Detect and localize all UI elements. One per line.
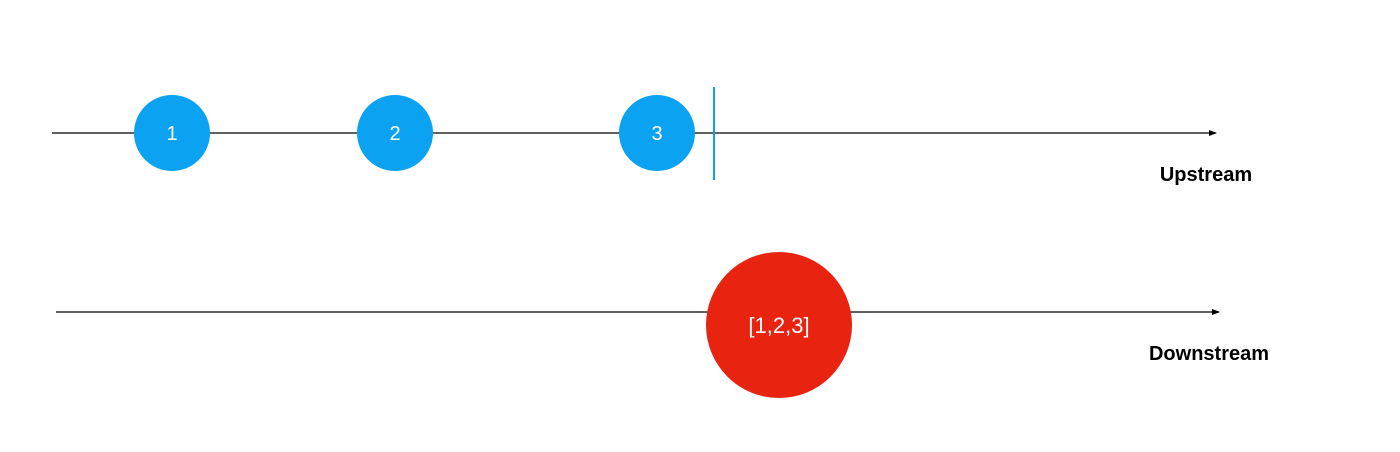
upstream-stream: 1 2 3 Upstream (52, 87, 1252, 186)
upstream-marble-label: 3 (651, 123, 662, 145)
upstream-marble-circle (357, 95, 433, 171)
downstream-label: Downstream (1149, 343, 1269, 365)
downstream-stream: [1,2,3] Downstream (56, 252, 1269, 398)
downstream-marble: [1,2,3] (706, 252, 852, 398)
upstream-marble: 2 (357, 95, 433, 171)
upstream-marble: 1 (134, 95, 210, 171)
downstream-marble-circle (706, 252, 852, 398)
upstream-marble-circle (619, 95, 695, 171)
upstream-label: Upstream (1160, 164, 1252, 186)
upstream-marble-label: 1 (166, 123, 177, 145)
downstream-marble-label: [1,2,3] (748, 313, 809, 338)
upstream-marble-label: 2 (389, 123, 400, 145)
upstream-marble: 3 (619, 95, 695, 171)
upstream-marble-circle (134, 95, 210, 171)
